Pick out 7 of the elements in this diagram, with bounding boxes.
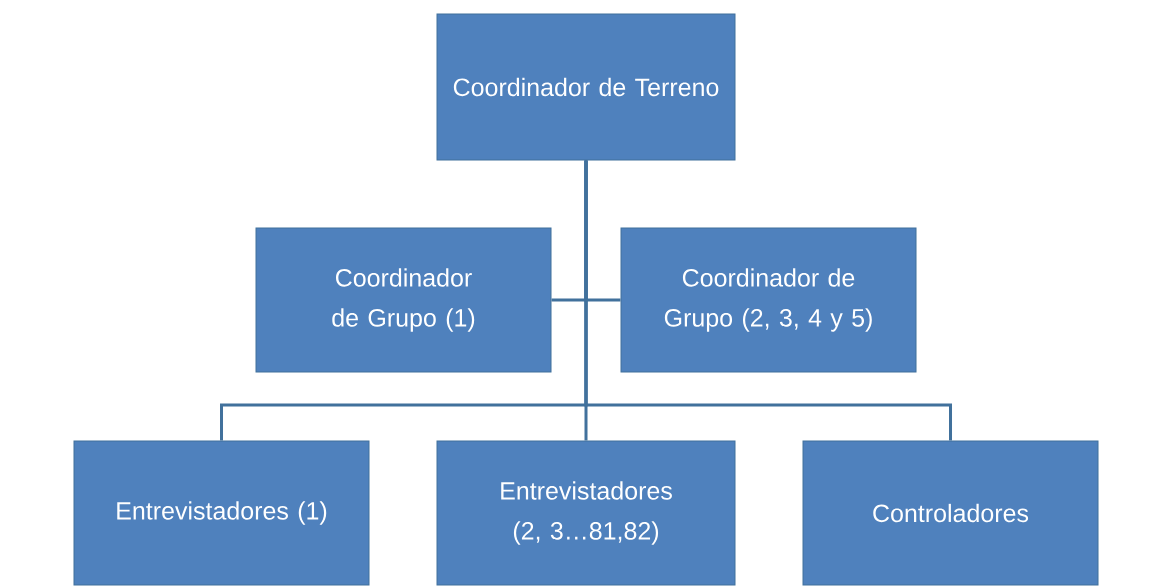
org-box: Entrevistadores (1): [73, 440, 370, 586]
connector-line: [584, 160, 952, 441]
org-box: Coordinador de Terreno: [436, 13, 736, 161]
org-box: Controladores: [802, 440, 1099, 586]
org-box: Entrevistadores (2, 3…81,82): [436, 440, 736, 586]
org-box: Coordinador de Grupo (1): [255, 227, 552, 373]
org-box: Coordinador de Grupo (2, 3, 4 y 5): [620, 227, 917, 373]
